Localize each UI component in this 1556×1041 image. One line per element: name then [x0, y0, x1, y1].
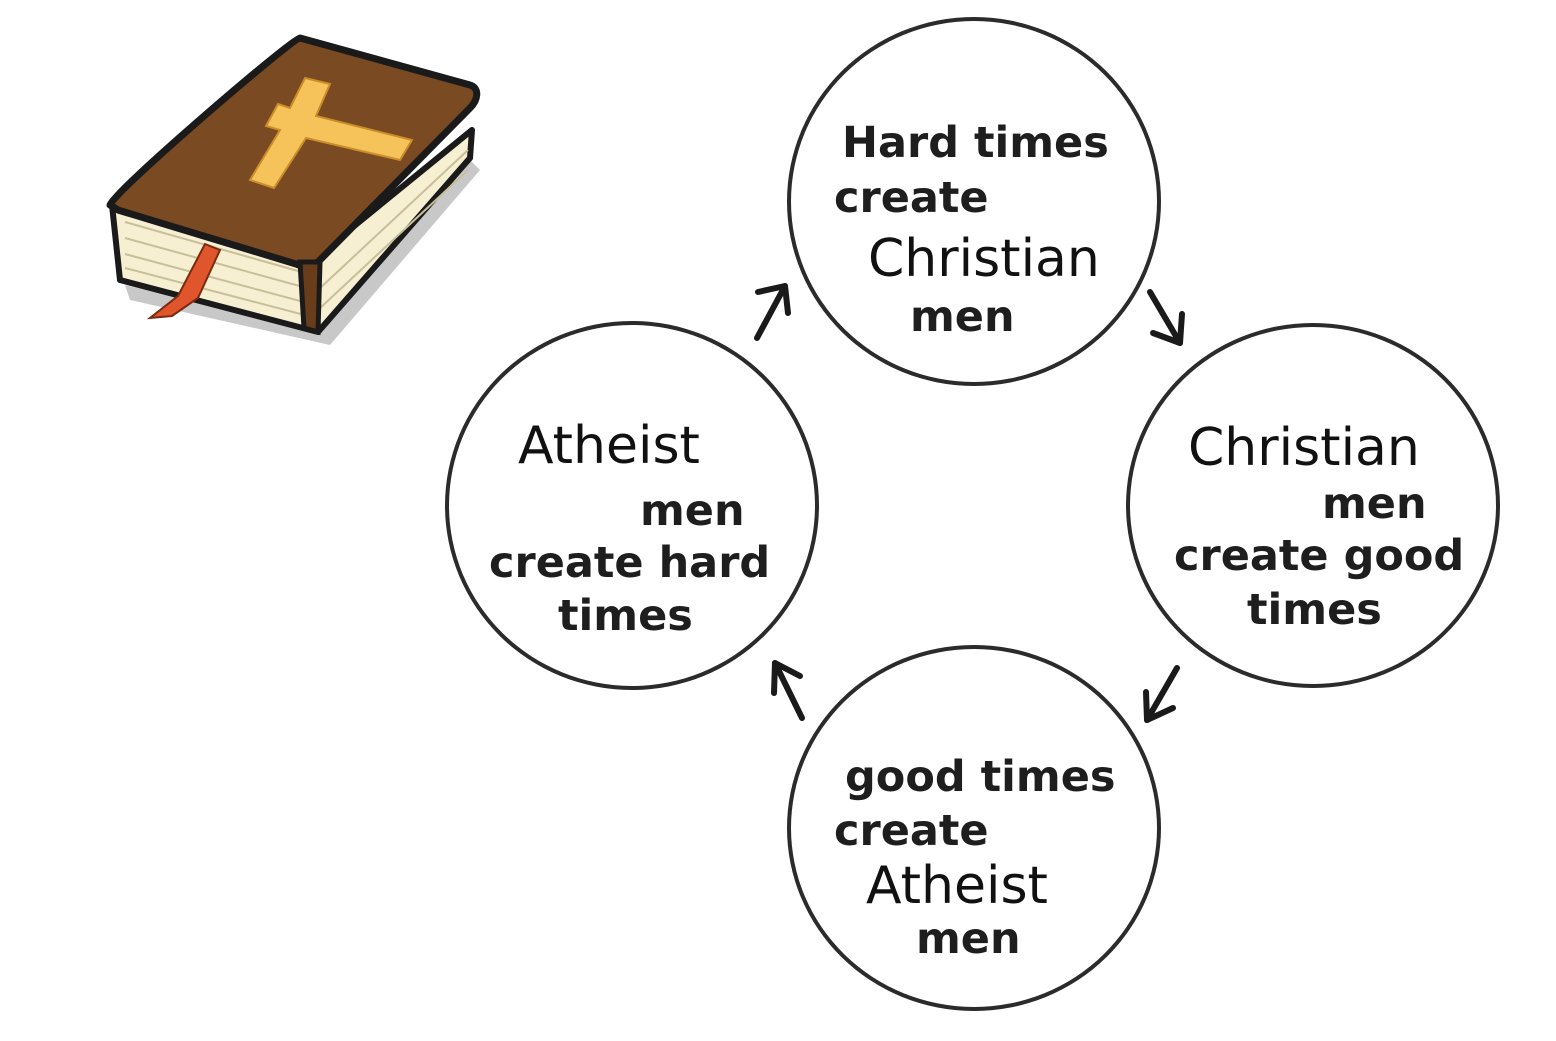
- arrow-right-to-bottom: [1143, 665, 1180, 723]
- cycle-node-bottom: [787, 645, 1161, 1011]
- bottom-line-2: create: [834, 806, 989, 856]
- arrow-top-to-right: [1147, 289, 1185, 346]
- right-line-1: Christian: [1188, 418, 1420, 478]
- cycle-node-left: [445, 321, 819, 690]
- right-line-2: men: [1322, 479, 1427, 529]
- bottom-line-1: good times: [845, 752, 1116, 802]
- right-line-3: create good: [1174, 531, 1465, 581]
- left-line-1: Atheist: [518, 416, 700, 476]
- top-line-2: create: [834, 173, 989, 223]
- bottom-line-3: Atheist: [866, 856, 1048, 916]
- top-line-3: Christian: [868, 229, 1100, 289]
- arrow-left-to-top: [754, 283, 791, 341]
- cycle-node-right: [1126, 323, 1500, 688]
- left-line-2: men: [640, 486, 745, 536]
- left-line-4: times: [558, 591, 693, 641]
- arrow-bottom-to-left: [771, 660, 805, 721]
- top-line-1: Hard times: [842, 118, 1109, 168]
- bible-icon: [106, 34, 481, 345]
- top-line-4: men: [910, 292, 1015, 342]
- bottom-line-4: men: [916, 914, 1021, 964]
- right-line-4: times: [1247, 585, 1382, 635]
- cycle-node-top: [787, 17, 1161, 386]
- left-line-3: create hard: [489, 538, 771, 588]
